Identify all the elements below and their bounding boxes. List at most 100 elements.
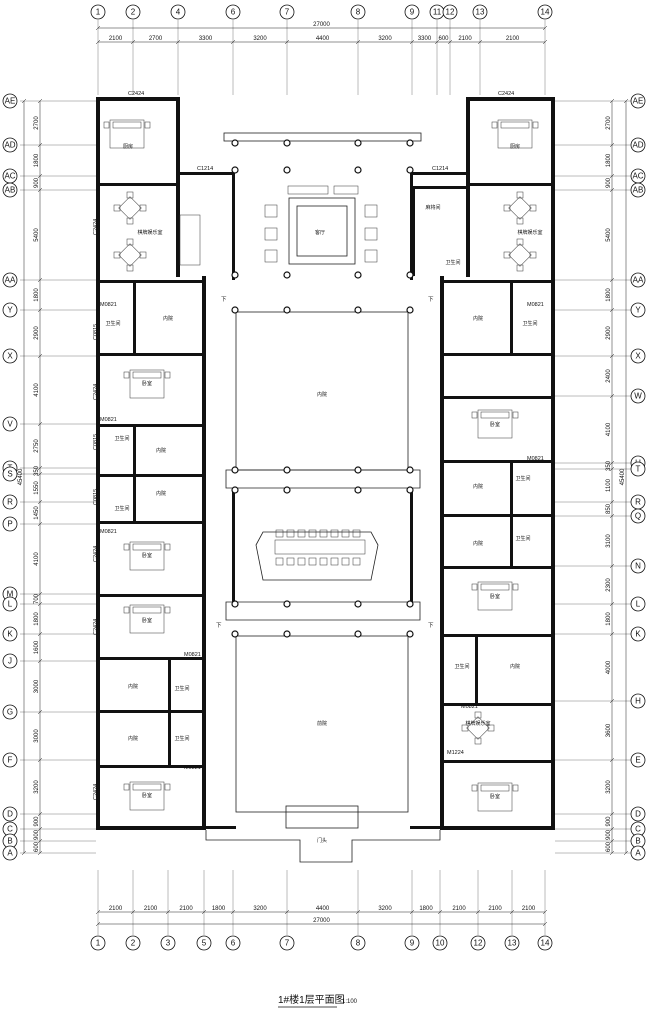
dim-tick: [542, 39, 548, 45]
axis-bubble-right: AB: [630, 182, 646, 198]
dim-label: 45400: [620, 468, 626, 485]
bottom-total-dim: 27000: [95, 918, 548, 927]
dim-tick: [509, 909, 515, 915]
axis-bubble-top: 7: [279, 4, 295, 20]
axis-bubble-circle: [90, 4, 106, 20]
column: [283, 486, 291, 494]
room-label-bathroom-8: 卫生间: [515, 535, 530, 542]
chair: [529, 251, 537, 259]
wall-segment: [510, 280, 513, 353]
nightstand: [512, 583, 519, 591]
thin-outline: [235, 311, 409, 471]
dim-tick: [37, 591, 43, 597]
axis-bubble-circle: [470, 935, 486, 951]
room-label-courtyard-3: 内院: [156, 447, 166, 454]
axis-bubble-circle: [2, 806, 18, 822]
axis-bubble-bottom: 10: [432, 935, 448, 951]
axis-bubble-right: W: [630, 388, 646, 404]
axis-bubble-label: 2: [131, 939, 136, 948]
dim-tick: [609, 499, 615, 505]
dim-tick: [609, 307, 615, 313]
axis-bubble-left: AB: [2, 182, 18, 198]
axis-bubble-label: AE: [5, 97, 16, 106]
tag-c0815: C0815: [551, 474, 557, 490]
dim-tick: [95, 909, 101, 915]
tag-c0815: C0815: [93, 434, 99, 450]
axis-bubble-circle: [160, 935, 176, 951]
dim-label: 700: [34, 593, 40, 604]
tag-c2424: C2424: [128, 91, 144, 97]
nightstand: [471, 784, 478, 792]
bed-frame: [477, 581, 513, 611]
dim-tick: [609, 466, 615, 472]
tag-m0821: M0821: [100, 529, 117, 535]
wall-segment: [96, 424, 206, 427]
axis-bubble-label: N: [635, 562, 641, 571]
dim-tick: [609, 631, 615, 637]
tag-c2424: C2424: [551, 589, 557, 605]
dim-tick: [21, 98, 27, 104]
axis-bubble-right: Q: [630, 508, 646, 524]
axis-bubble-right: B: [630, 833, 646, 849]
axis-bubble-left: X: [2, 348, 18, 364]
tag-c2424: C2424: [551, 784, 557, 800]
wall-segment: [96, 594, 206, 597]
wall-segment: [510, 460, 513, 568]
axis-bubble-circle: [2, 272, 18, 288]
chair: [297, 529, 306, 538]
armchair: [264, 227, 278, 241]
wall-segment: [96, 657, 206, 660]
axis-bubble-label: 2: [131, 8, 136, 17]
axis-bubble-circle: [2, 302, 18, 318]
dim-tick: [542, 921, 548, 927]
dim-tick: [95, 25, 101, 31]
wall-segment: [96, 710, 206, 713]
axis-bubble-label: Y: [635, 306, 641, 315]
hairline: [179, 214, 201, 266]
dim-label: 2100: [458, 36, 472, 42]
axis-bubble-label: 14: [541, 939, 550, 948]
right-outer-wall: [551, 97, 555, 830]
bed: [123, 604, 171, 634]
chair: [126, 217, 134, 225]
sofa-group: [264, 185, 378, 263]
axis-bubble-label: AB: [633, 186, 644, 195]
armchair: [264, 249, 278, 263]
bed-frame: [497, 119, 533, 149]
dim-label: 2100: [452, 906, 466, 912]
room-label-bedroom-1: 卧室: [142, 380, 152, 387]
axis-bubble-left: R: [2, 494, 18, 510]
chair: [503, 251, 511, 259]
dim-tick: [609, 850, 615, 856]
column: [283, 306, 291, 314]
dim-label: 900: [606, 829, 612, 840]
opening-tags: C2424 C2424 C1214 C1214 M0821 M0821 M082…: [93, 91, 557, 800]
dim-tick: [542, 909, 548, 915]
axis-bubble-label: 7: [285, 8, 290, 17]
building-structure: [96, 97, 555, 830]
axis-bubble-circle: [630, 302, 646, 318]
dim-label: 27000: [313, 918, 330, 924]
room-label-courtyard-main: 内院: [317, 391, 327, 398]
axis-bubble-label: 10: [436, 939, 445, 948]
column: [406, 271, 414, 279]
column: [354, 630, 362, 638]
axis-bubble-circle: [630, 348, 646, 364]
tag-m0821: M0821: [100, 417, 117, 423]
chair: [487, 724, 495, 732]
axis-bubble-circle: [630, 93, 646, 109]
bed-pillow: [480, 411, 510, 419]
room-label-courtyard-8: 内院: [128, 735, 138, 742]
room-label-courtyard-5: 内院: [473, 483, 483, 490]
wall-segment: [440, 760, 555, 763]
chair: [516, 238, 524, 246]
dim-label: 1800: [606, 288, 612, 302]
dim-label: 2100: [109, 906, 123, 912]
wall-segment: [410, 826, 444, 829]
axis-bubble-bottom: 5: [196, 935, 212, 951]
left-dim-chain: 2700180090054001800290041002750350155014…: [34, 98, 43, 856]
column: [406, 139, 414, 147]
axis-bubble-circle: [350, 4, 366, 20]
top-total-dim: 27000: [95, 22, 548, 31]
